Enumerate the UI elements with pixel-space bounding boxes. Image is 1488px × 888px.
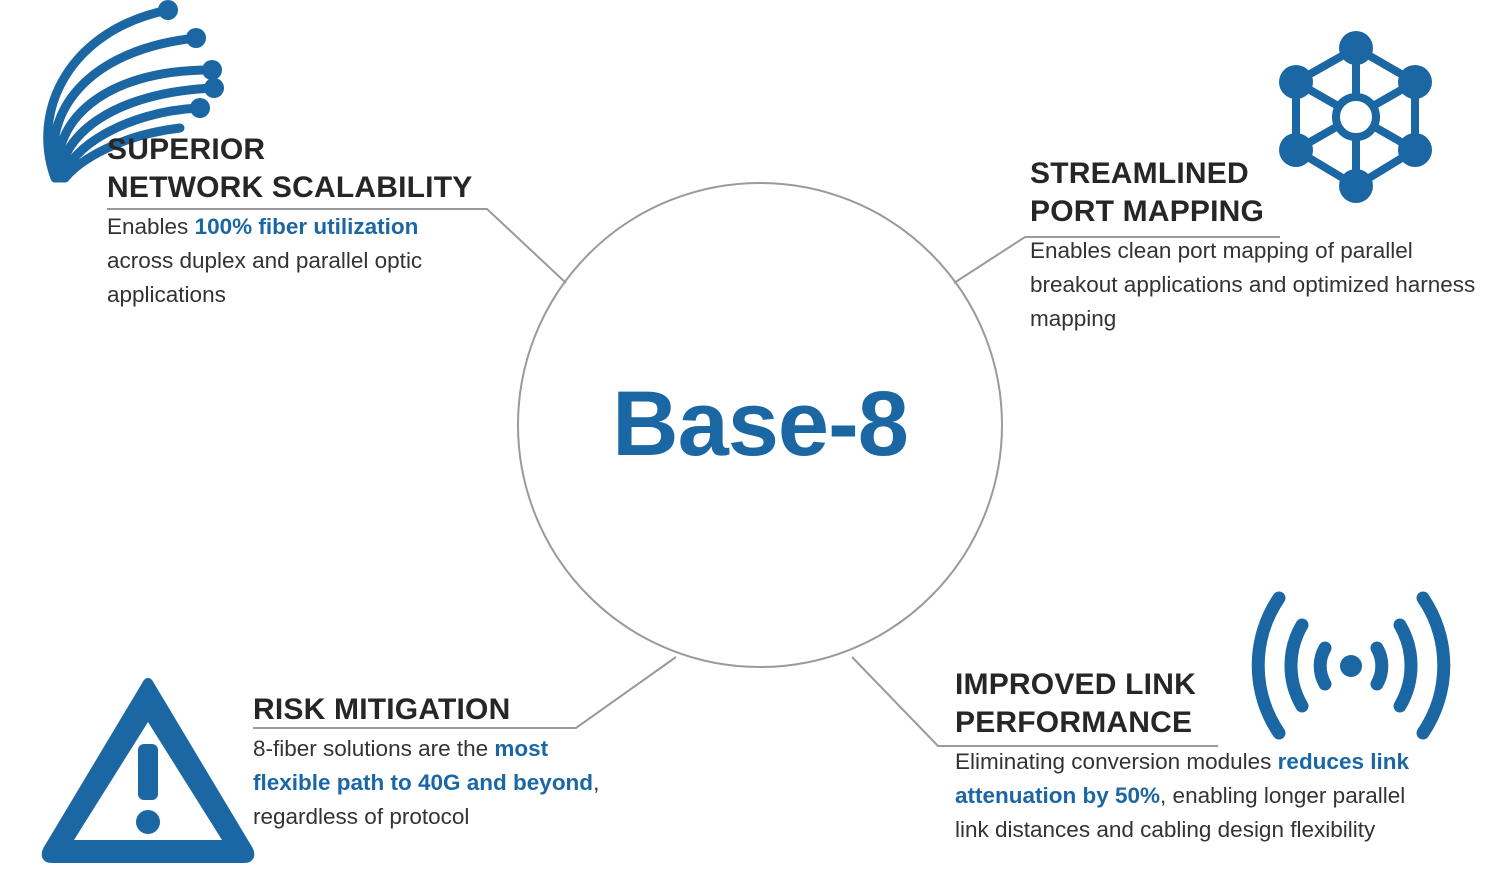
highlight-text: 100% fiber utilization — [194, 214, 419, 239]
feature-scalability: SUPERIOR NETWORK SCALABILITY Enables 100… — [107, 131, 472, 312]
highlight-text: most flexible path to 40G and beyond — [253, 736, 594, 795]
connector-line-scalability — [107, 208, 567, 284]
fiber-strands-icon — [43, 5, 219, 183]
center-circle — [517, 182, 1003, 668]
warning-triangle-icon — [41, 678, 255, 863]
feature-description: Enables 100% fiber utilization across du… — [107, 214, 423, 307]
feature-description: 8-fiber solutions are the most flexible … — [253, 736, 600, 829]
highlight-text: reduces link attenuation by 50% — [955, 749, 1409, 808]
feature-link-performance: IMPROVED LINK PERFORMANCE Eliminating co… — [955, 666, 1445, 847]
feature-risk-mitigation: RISK MITIGATION 8-fiber solutions are th… — [253, 691, 623, 834]
feature-title: RISK MITIGATION — [253, 693, 511, 726]
connector-line-link — [851, 656, 1218, 747]
signal-broadcast-icon — [1251, 591, 1451, 740]
feature-title-line2: NETWORK SCALABILITY — [107, 171, 473, 204]
connector-line-port-mapping — [953, 236, 1280, 284]
feature-title-line2: PORT MAPPING — [1030, 195, 1265, 228]
feature-title-line1: SUPERIOR — [107, 133, 266, 166]
feature-title-line2: PERFORMANCE — [955, 706, 1193, 739]
feature-description: Enables clean port mapping of parallel b… — [1030, 238, 1476, 331]
feature-port-mapping: STREAMLINED PORT MAPPING Enables clean p… — [1030, 155, 1480, 336]
feature-description: Eliminating conversion modules reduces l… — [955, 749, 1409, 842]
feature-title-line1: IMPROVED LINK — [955, 668, 1196, 701]
feature-title-line1: STREAMLINED — [1030, 157, 1249, 190]
center-label: Base-8 — [612, 373, 909, 475]
connector-line-risk — [253, 656, 677, 729]
